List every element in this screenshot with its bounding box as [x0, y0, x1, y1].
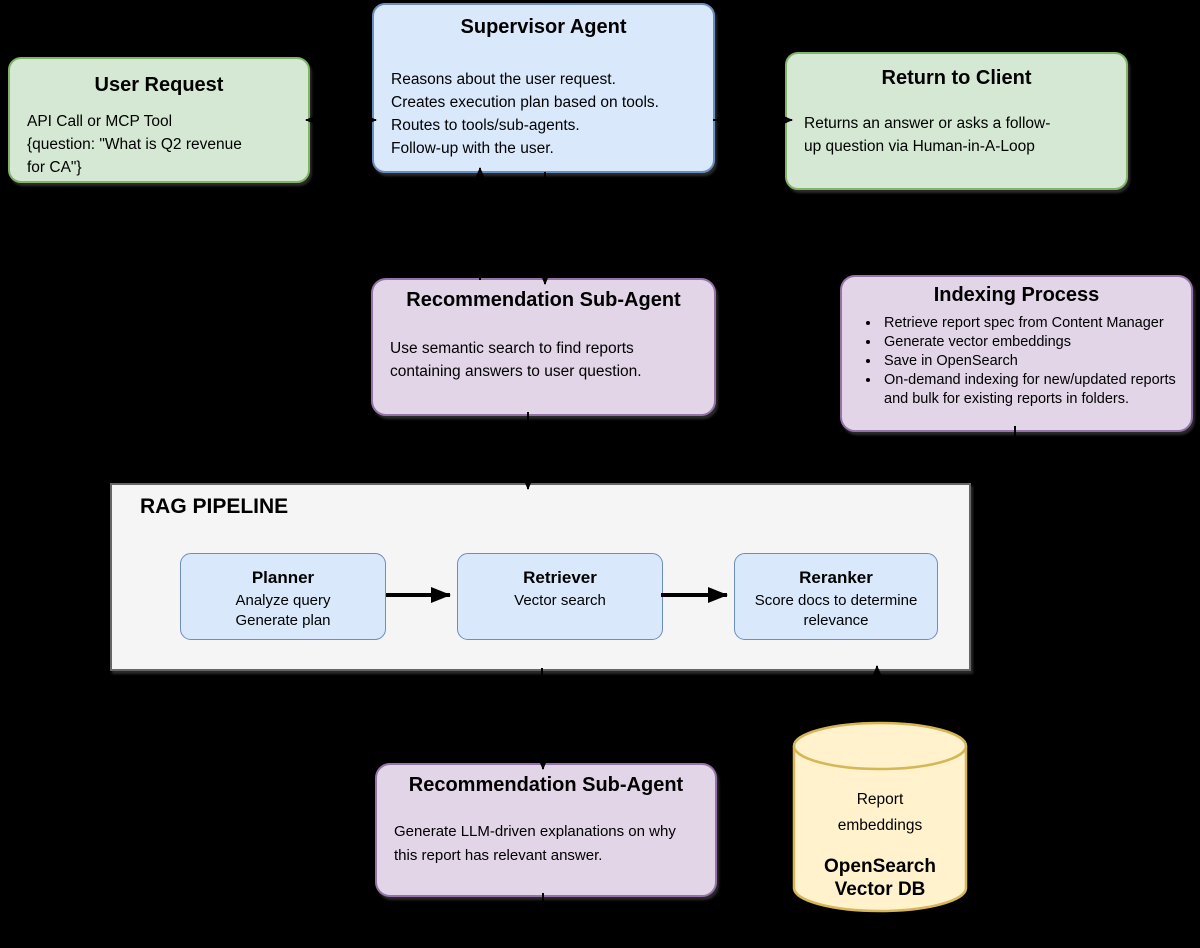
- step-title: Planner: [251, 568, 315, 587]
- reranker-node: Reranker Score docs to determine relevan…: [734, 553, 938, 640]
- recommendation-subagent-search-node: Recommendation Sub-Agent Use semantic se…: [371, 278, 716, 416]
- node-body: Use semantic search to find reports cont…: [390, 340, 642, 380]
- node-title: Recommendation Sub-Agent: [408, 774, 684, 796]
- node-title: Indexing Process: [933, 284, 1100, 306]
- node-title: User Request: [94, 74, 224, 96]
- planner-node: Planner Analyze query Generate plan: [180, 553, 386, 640]
- node-title: Return to Client: [881, 67, 1032, 89]
- vector-db-sublabel: Report embeddings: [837, 791, 923, 834]
- user-request-node: User Request API Call or MCP Tool {quest…: [8, 57, 310, 183]
- step-title: Reranker: [799, 568, 873, 587]
- step-body: Vector search: [514, 592, 606, 609]
- bullet-item: Retrieve report spec from Content Manage…: [881, 314, 1184, 333]
- node-body: Returns an answer or asks a follow- up q…: [804, 115, 1051, 155]
- database-cylinder-icon: [792, 721, 968, 913]
- return-to-client-node: Return to Client Returns an answer or as…: [785, 52, 1128, 190]
- vector-db-title: OpenSearch Vector DB: [824, 856, 936, 900]
- bullet-item: Generate vector embeddings: [881, 333, 1184, 352]
- node-body: Generate LLM-driven explanations on why …: [394, 823, 676, 864]
- node-title: Supervisor Agent: [460, 16, 627, 38]
- indexing-process-node: Indexing Process Retrieve report spec fr…: [840, 275, 1193, 432]
- node-body: API Call or MCP Tool {question: "What is…: [27, 113, 242, 176]
- node-body: Reasons about the user request. Creates …: [391, 71, 659, 157]
- rag-pipeline-label: RAG PIPELINE: [140, 495, 289, 518]
- bullet-item: On-demand indexing for new/updated repor…: [881, 371, 1184, 409]
- supervisor-agent-node: Supervisor Agent Reasons about the user …: [372, 3, 715, 173]
- opensearch-vector-db-node: Report embeddings OpenSearch Vector DB: [792, 721, 968, 913]
- bullet-item: Save in OpenSearch: [881, 352, 1184, 371]
- indexing-bullet-list: Retrieve report spec from Content Manage…: [849, 314, 1184, 409]
- recommendation-subagent-explain-node: Recommendation Sub-Agent Generate LLM-dr…: [375, 763, 717, 897]
- retriever-node: Retriever Vector search: [457, 553, 663, 640]
- step-title: Retriever: [523, 568, 597, 587]
- rag-pipeline-container: RAG PIPELINE Planner Analyze query Gener…: [110, 483, 971, 671]
- step-body: Analyze query Generate plan: [235, 592, 331, 629]
- arrow-rag-to-explain-subagent: [536, 667, 549, 770]
- node-title: Recommendation Sub-Agent: [406, 289, 681, 311]
- step-body: Score docs to determine relevance: [754, 592, 918, 629]
